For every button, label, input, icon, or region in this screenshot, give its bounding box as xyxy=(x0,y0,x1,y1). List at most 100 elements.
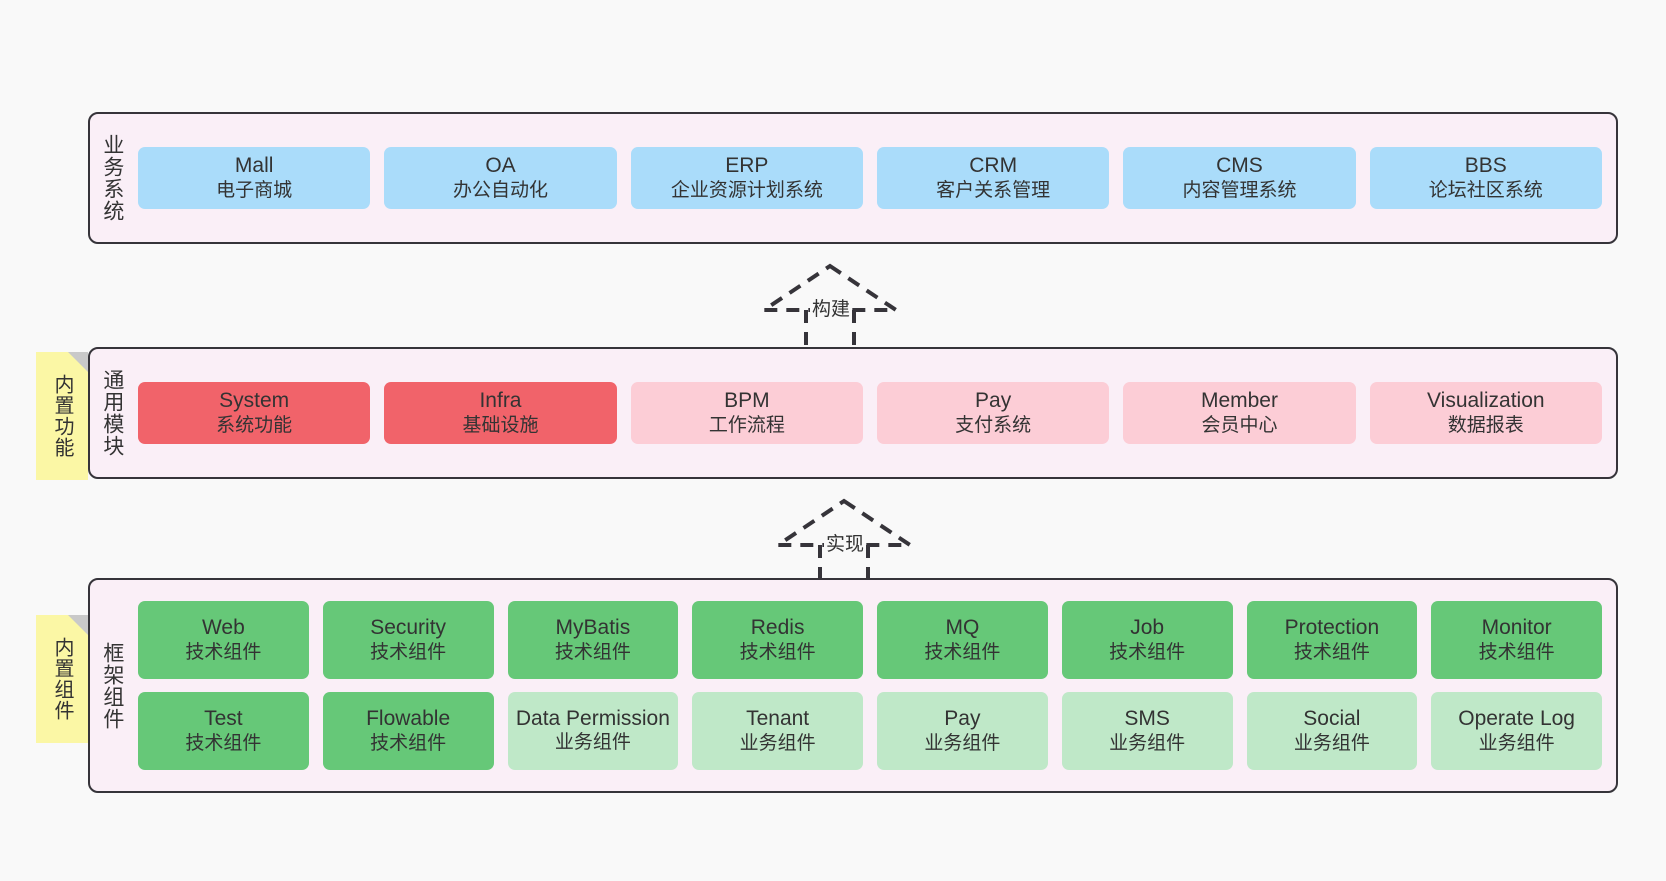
box-title: System xyxy=(219,388,290,412)
box-bpm[interactable]: BPM 工作流程 xyxy=(630,381,863,445)
box-job[interactable]: Job 技术组件 xyxy=(1061,601,1233,679)
box-tenant[interactable]: Tenant 业务组件 xyxy=(692,692,863,770)
box-subtitle: 技术组件 xyxy=(1478,642,1555,664)
layer-common-module: 通用模块 System 系统功能 Infra 基础设施 BPM 工作流程 Pay… xyxy=(88,347,1618,479)
connector-label-build: 构建 xyxy=(810,294,853,321)
layer-framework-component: 框架组件 Web 技术组件 Security 技术组件 MyBatis 技术组件… xyxy=(88,578,1618,793)
box-protection[interactable]: Protection 技术组件 xyxy=(1246,601,1418,679)
box-row: Web 技术组件 Security 技术组件 MyBatis 技术组件 Redi… xyxy=(138,601,1602,679)
box-title: Redis xyxy=(750,615,805,639)
box-subtitle: 技术组件 xyxy=(1293,642,1370,664)
box-subtitle: 支付系统 xyxy=(955,415,1032,437)
box-subtitle: 技术组件 xyxy=(924,642,1001,664)
box-social[interactable]: Social 业务组件 xyxy=(1246,692,1418,770)
box-monitor[interactable]: Monitor 技术组件 xyxy=(1431,601,1602,679)
layer-business-system: 业务系统 Mall 电子商城 OA 办公自动化 ERP 企业资源计划系统 CRM… xyxy=(88,112,1618,244)
layer-body-framework-component: Web 技术组件 Security 技术组件 MyBatis 技术组件 Redi… xyxy=(134,580,1616,791)
box-title: Visualization xyxy=(1427,388,1545,412)
box-web[interactable]: Web 技术组件 xyxy=(138,601,309,679)
folded-corner-icon xyxy=(68,615,88,635)
box-subtitle: 数据报表 xyxy=(1447,415,1524,437)
box-title: Social xyxy=(1303,706,1361,730)
box-title: Flowable xyxy=(366,706,451,730)
box-flowable[interactable]: Flowable 技术组件 xyxy=(322,692,494,770)
box-title: Job xyxy=(1130,615,1165,639)
generalization-arrow-icon xyxy=(771,498,917,583)
box-sms[interactable]: SMS 业务组件 xyxy=(1061,692,1233,770)
box-row: Mall 电子商城 OA 办公自动化 ERP 企业资源计划系统 CRM 客户关系… xyxy=(138,146,1602,210)
box-redis[interactable]: Redis 技术组件 xyxy=(692,601,863,679)
box-subtitle: 会员中心 xyxy=(1201,415,1278,437)
box-title: Infra xyxy=(479,388,522,412)
box-subtitle: 内容管理系统 xyxy=(1182,180,1297,202)
box-infra[interactable]: Infra 基础设施 xyxy=(384,381,617,445)
box-title: Data Permission xyxy=(515,707,670,731)
box-subtitle: 电子商城 xyxy=(216,180,293,202)
generalization-arrow-icon xyxy=(757,263,903,348)
box-operate-log[interactable]: Operate Log 业务组件 xyxy=(1431,692,1602,770)
box-title: Operate Log xyxy=(1458,706,1575,730)
folded-corner-icon xyxy=(68,352,88,372)
box-cms[interactable]: CMS 内容管理系统 xyxy=(1123,146,1356,210)
box-subtitle: 业务组件 xyxy=(1109,733,1186,755)
box-title: Web xyxy=(201,615,245,639)
box-subtitle: 技术组件 xyxy=(370,642,447,664)
box-subtitle: 论坛社区系统 xyxy=(1428,180,1543,202)
box-title: Protection xyxy=(1284,615,1380,639)
box-subtitle: 技术组件 xyxy=(370,733,447,755)
box-crm[interactable]: CRM 客户关系管理 xyxy=(876,146,1110,210)
box-subtitle: 业务组件 xyxy=(554,731,631,753)
box-subtitle: 业务组件 xyxy=(924,733,1001,755)
box-title: Test xyxy=(204,706,243,730)
box-title: CMS xyxy=(1216,153,1263,177)
box-system[interactable]: System 系统功能 xyxy=(138,381,371,445)
box-erp[interactable]: ERP 企业资源计划系统 xyxy=(630,146,863,210)
box-mall[interactable]: Mall 电子商城 xyxy=(138,146,371,210)
connector-implement: 实现 xyxy=(771,497,917,583)
box-subtitle: 业务组件 xyxy=(739,733,816,755)
box-subtitle: 工作流程 xyxy=(708,415,785,437)
box-title: BPM xyxy=(724,388,770,412)
box-subtitle: 系统功能 xyxy=(216,415,293,437)
box-title: Monitor xyxy=(1481,615,1552,639)
box-title: Pay xyxy=(944,706,981,730)
box-subtitle: 技术组件 xyxy=(554,642,631,664)
box-subtitle: 技术组件 xyxy=(1109,642,1186,664)
box-title: MyBatis xyxy=(555,615,631,639)
box-test[interactable]: Test 技术组件 xyxy=(138,692,309,770)
box-title: Tenant xyxy=(746,706,810,730)
box-pay-component[interactable]: Pay 业务组件 xyxy=(877,692,1048,770)
box-subtitle: 客户关系管理 xyxy=(936,180,1051,202)
box-subtitle: 技术组件 xyxy=(185,733,262,755)
box-title: ERP xyxy=(725,153,769,177)
box-title: MQ xyxy=(945,615,980,639)
box-subtitle: 技术组件 xyxy=(739,642,816,664)
box-bbs[interactable]: BBS 论坛社区系统 xyxy=(1369,146,1602,210)
box-pay[interactable]: Pay 支付系统 xyxy=(876,381,1110,445)
box-row: Test 技术组件 Flowable 技术组件 Data Permission … xyxy=(138,692,1602,770)
note-label: 内置组件 xyxy=(51,637,73,721)
box-title: Mall xyxy=(234,153,274,177)
box-title: Pay xyxy=(975,388,1012,412)
box-oa[interactable]: OA 办公自动化 xyxy=(384,146,617,210)
box-row: System 系统功能 Infra 基础设施 BPM 工作流程 Pay 支付系统… xyxy=(138,381,1602,445)
box-data-permission[interactable]: Data Permission 业务组件 xyxy=(507,692,679,770)
box-subtitle: 办公自动化 xyxy=(452,180,548,202)
note-builtin-function: 内置功能 xyxy=(36,352,88,480)
layer-title-framework-component: 框架组件 xyxy=(100,641,124,730)
box-visualization[interactable]: Visualization 数据报表 xyxy=(1369,381,1602,445)
box-subtitle: 企业资源计划系统 xyxy=(670,180,823,202)
box-subtitle: 业务组件 xyxy=(1478,733,1555,755)
box-title: OA xyxy=(485,153,516,177)
box-mybatis[interactable]: MyBatis 技术组件 xyxy=(507,601,679,679)
box-title: BBS xyxy=(1464,153,1507,177)
note-builtin-component: 内置组件 xyxy=(36,615,88,743)
box-mq[interactable]: MQ 技术组件 xyxy=(877,601,1048,679)
layer-body-common-module: System 系统功能 Infra 基础设施 BPM 工作流程 Pay 支付系统… xyxy=(134,349,1616,477)
connector-build: 构建 xyxy=(757,262,903,348)
box-member[interactable]: Member 会员中心 xyxy=(1123,381,1356,445)
box-subtitle: 基础设施 xyxy=(462,415,539,437)
box-title: Security xyxy=(370,615,447,639)
box-security[interactable]: Security 技术组件 xyxy=(322,601,494,679)
